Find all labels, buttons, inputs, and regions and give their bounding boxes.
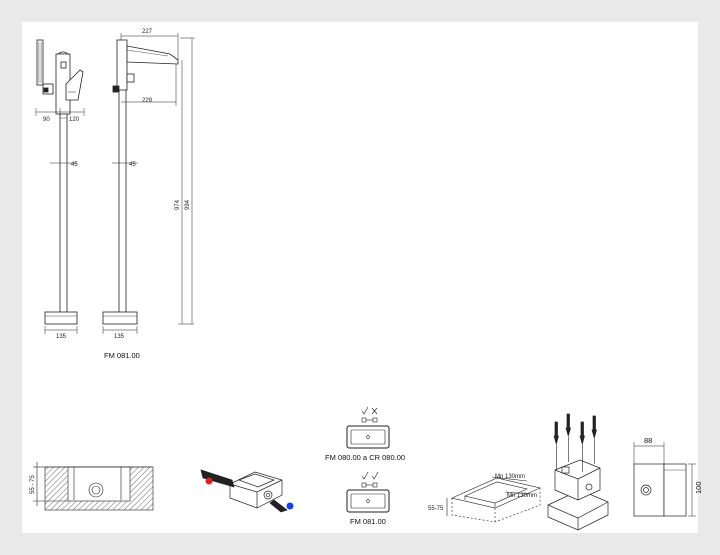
box-connection-detail [200,469,288,513]
dim-pipe-front: 45 [71,162,78,168]
dim-spout-top: 227 [142,29,153,35]
dim-min-length: Mn 130mm [495,474,525,480]
floor-slot-detail [446,476,541,523]
dim-pipe-side: 45 [129,162,136,168]
side-view [102,39,179,325]
check-icon [361,406,369,415]
dim-base-side: 135 [114,334,125,340]
cold-water-dot [286,502,294,510]
drawing-sheet: 90 120 45 135 227 229 45 135 [22,22,703,533]
dim-height-total: 994 [185,199,191,210]
dim-min-width: Mn 130mm [507,493,537,499]
floor-section-detail [33,462,154,511]
hot-water-dot [205,477,213,485]
compatibility-bottom [346,471,390,513]
dim-box-height: 100 [694,481,703,494]
front-dimensions [35,108,85,334]
dim-hand-offset: 90 [43,117,50,123]
cross-icon [371,407,378,415]
dim-box-width: 88 [644,436,652,445]
front-view [36,39,84,325]
side-dimensions [102,33,195,334]
dim-base-front: 135 [56,334,67,340]
dim-recess-depth: 55 - 75 [30,475,36,494]
screws [553,413,597,446]
compatibility-top [346,406,390,449]
check-icon [371,471,379,480]
box-dimension-detail [633,442,696,517]
compat-label-bottom: FM 081.00 [350,517,386,526]
compat-label-top: FM 080.00 a CR 080.00 [325,453,405,462]
check-icon [361,471,369,480]
dim-box-depth: 55-75 [428,506,444,512]
screw-assembly-detail [547,413,609,531]
dim-height-inner: 974 [175,199,181,210]
dim-spout-bottom: 229 [142,98,153,104]
model-label-main: FM 081.00 [104,351,140,360]
dim-lever-offset: 120 [69,117,80,123]
